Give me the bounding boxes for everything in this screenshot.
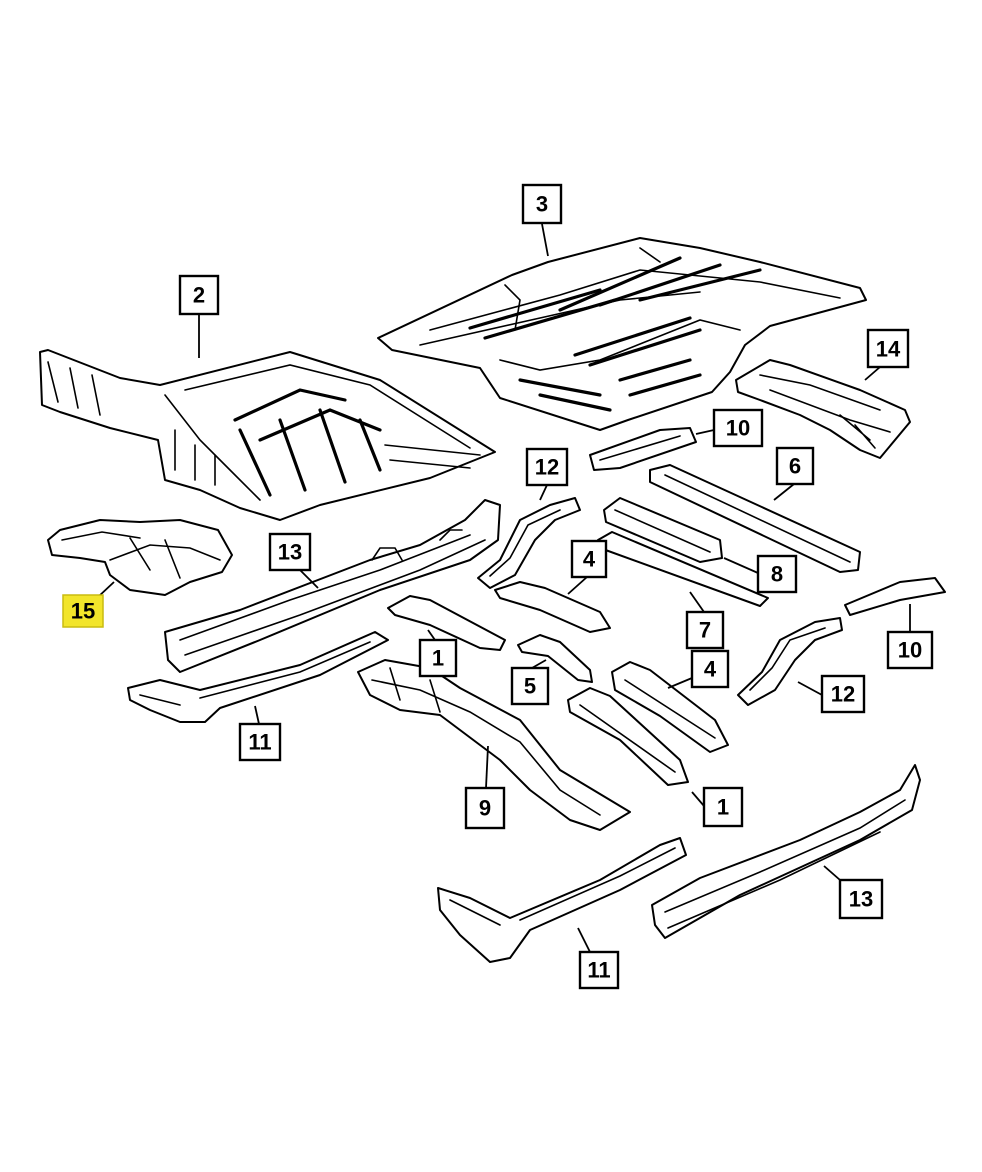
callout-2: 2 bbox=[178, 274, 220, 316]
callout-10-upper: 10 bbox=[712, 408, 764, 448]
callout-1-upper: 1 bbox=[418, 638, 458, 678]
svg-text:8: 8 bbox=[771, 562, 783, 587]
svg-text:10: 10 bbox=[898, 638, 922, 663]
callout-7: 7 bbox=[685, 610, 725, 650]
callout-9: 9 bbox=[464, 786, 506, 830]
part-bracket-upper bbox=[589, 427, 697, 471]
part-crossmember-8 bbox=[603, 497, 723, 563]
svg-text:9: 9 bbox=[479, 796, 491, 821]
svg-text:15: 15 bbox=[71, 599, 95, 624]
part-bracket-10-lower bbox=[844, 577, 946, 616]
svg-text:12: 12 bbox=[831, 682, 855, 707]
part-rear-floor-pan bbox=[377, 237, 867, 431]
callout-13-lower: 13 bbox=[838, 878, 884, 920]
part-rail-12-lower bbox=[737, 617, 843, 706]
svg-text:4: 4 bbox=[583, 547, 596, 572]
part-front-floor-pan bbox=[39, 349, 496, 521]
svg-text:12: 12 bbox=[535, 455, 559, 480]
svg-text:13: 13 bbox=[278, 540, 302, 565]
part-bracket-5 bbox=[517, 634, 593, 683]
part-crossmember-6 bbox=[649, 464, 861, 573]
callout-14: 14 bbox=[866, 328, 910, 369]
callout-11-lower: 11 bbox=[578, 950, 620, 990]
svg-text:4: 4 bbox=[704, 657, 717, 682]
part-sill-13-upper bbox=[164, 499, 501, 673]
callout-8: 8 bbox=[756, 554, 798, 594]
leader-lines bbox=[97, 223, 911, 953]
svg-text:11: 11 bbox=[587, 958, 610, 983]
svg-text:11: 11 bbox=[248, 730, 271, 755]
part-frame-rail-11-upper bbox=[127, 631, 389, 723]
svg-text:5: 5 bbox=[524, 674, 536, 699]
callout-1-lower: 1 bbox=[702, 786, 744, 828]
part-rail-12-upper bbox=[477, 497, 581, 589]
callout-10-lower: 10 bbox=[886, 630, 934, 670]
callout-12-upper: 12 bbox=[525, 447, 569, 487]
svg-text:10: 10 bbox=[726, 416, 750, 441]
part-bracket-4-lower bbox=[611, 661, 729, 753]
svg-text:1: 1 bbox=[432, 646, 444, 671]
svg-text:1: 1 bbox=[717, 795, 729, 820]
callout-11-upper: 11 bbox=[238, 722, 282, 762]
svg-text:13: 13 bbox=[849, 887, 873, 912]
callout-12-lower: 12 bbox=[820, 674, 866, 714]
svg-text:2: 2 bbox=[193, 283, 205, 308]
part-bracket-4-upper bbox=[494, 581, 611, 633]
callout-4-lower: 4 bbox=[690, 649, 730, 689]
svg-text:6: 6 bbox=[789, 454, 801, 479]
callout-4-upper: 4 bbox=[570, 539, 608, 579]
part-frame-rail-11-lower bbox=[437, 837, 687, 963]
part-sill-13-lower bbox=[651, 764, 921, 939]
svg-text:3: 3 bbox=[536, 192, 548, 217]
svg-text:14: 14 bbox=[876, 337, 901, 362]
part-bracket-1-lower bbox=[567, 687, 689, 786]
callout-6: 6 bbox=[775, 446, 815, 486]
part-mount-15 bbox=[47, 519, 233, 596]
callout-13-upper: 13 bbox=[268, 532, 312, 572]
svg-text:7: 7 bbox=[699, 618, 711, 643]
part-rear-crossmember bbox=[735, 359, 911, 459]
callout-5: 5 bbox=[510, 666, 550, 706]
part-bracket-1-upper bbox=[387, 595, 506, 651]
callout-3: 3 bbox=[521, 183, 563, 225]
callout-15: 15 bbox=[62, 594, 104, 628]
